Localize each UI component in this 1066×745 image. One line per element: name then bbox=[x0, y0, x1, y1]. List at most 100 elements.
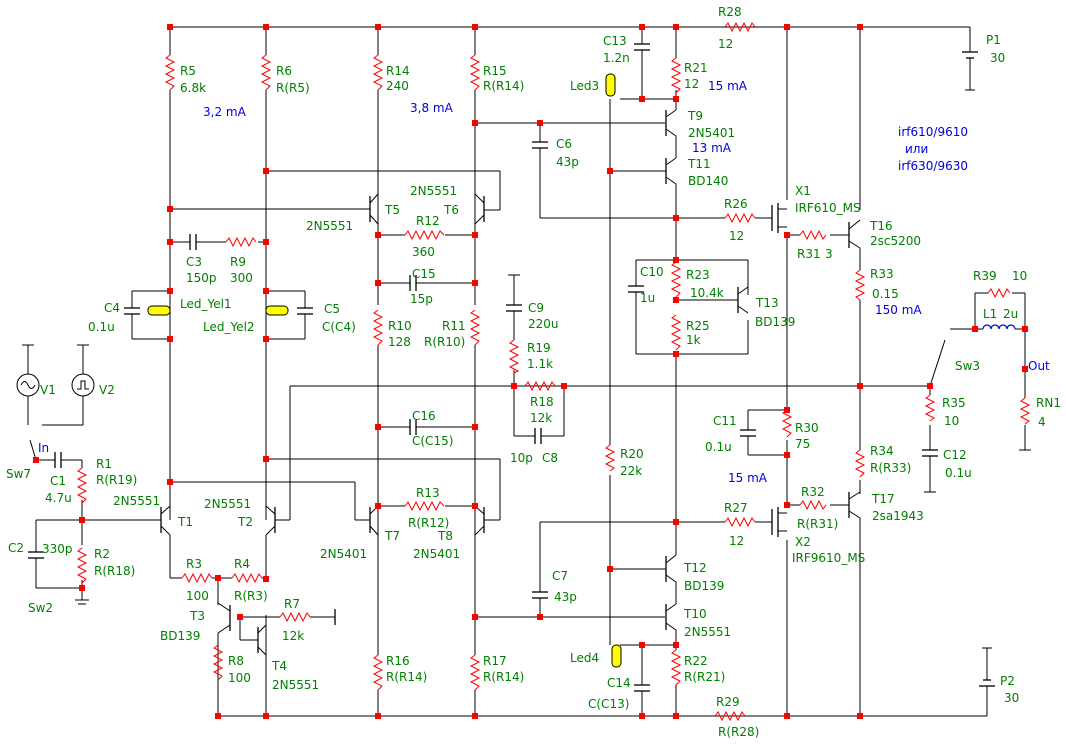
label: R32 bbox=[801, 485, 825, 499]
resistor-r17 bbox=[469, 654, 481, 691]
wires-vas bbox=[475, 27, 749, 716]
label: C(C4) bbox=[322, 320, 356, 334]
transistor-t1 bbox=[82, 505, 171, 578]
label: 300 bbox=[230, 271, 253, 285]
transistor-t10 bbox=[665, 603, 677, 631]
label: T7 bbox=[384, 529, 400, 543]
label: C3 bbox=[186, 255, 202, 269]
label: R6 bbox=[276, 64, 292, 78]
label: R(R14) bbox=[483, 79, 524, 93]
label: R17 bbox=[483, 654, 507, 668]
label: 2N5551 bbox=[410, 184, 457, 198]
resistor-r32 bbox=[799, 499, 827, 511]
resistor-r8 bbox=[212, 644, 224, 681]
label: R18 bbox=[530, 395, 554, 409]
transistor-t3 bbox=[217, 602, 231, 645]
label: 30 bbox=[1004, 691, 1019, 705]
label: R(R3) bbox=[234, 589, 268, 603]
label: 3 bbox=[825, 247, 833, 261]
label: R8 bbox=[228, 654, 244, 668]
label: R39 bbox=[973, 269, 997, 283]
label: 15 mA bbox=[708, 79, 748, 93]
label: Sw3 bbox=[955, 359, 980, 373]
resistor-r39 bbox=[987, 287, 1011, 299]
resistor-r2 bbox=[76, 547, 88, 584]
label: 13 mA bbox=[692, 141, 732, 155]
label: P2 bbox=[1000, 674, 1015, 688]
resistor-r14 bbox=[372, 54, 384, 91]
led-4 bbox=[611, 644, 622, 668]
resistor-r3 bbox=[181, 572, 213, 584]
wires-feedback bbox=[506, 274, 565, 444]
transistor-t5 bbox=[360, 193, 379, 225]
label: R7 bbox=[284, 597, 300, 611]
label: T4 bbox=[271, 659, 287, 673]
label: R3 bbox=[186, 557, 202, 571]
label: R23 bbox=[686, 268, 710, 282]
capacitor-c5 bbox=[297, 291, 313, 339]
label: R5 bbox=[180, 64, 196, 78]
transistor-t13 bbox=[737, 286, 749, 314]
label: 43p bbox=[554, 590, 577, 604]
label: 12 bbox=[718, 37, 733, 51]
label: R33 bbox=[870, 267, 894, 281]
label: R(R18) bbox=[94, 564, 135, 578]
supply-p2 bbox=[979, 647, 995, 716]
junction-dots bbox=[33, 24, 1028, 719]
label: BD139 bbox=[755, 315, 795, 329]
label: T2 bbox=[237, 515, 253, 529]
resistor-r23 bbox=[670, 261, 682, 298]
label: 10.4k bbox=[690, 286, 724, 300]
label: R27 bbox=[724, 501, 748, 515]
resistor-r25 bbox=[670, 314, 682, 351]
label: 10p bbox=[510, 451, 533, 465]
wires-diff-pair bbox=[377, 27, 665, 716]
label: 1u bbox=[640, 291, 655, 305]
label: Led3 bbox=[570, 79, 599, 93]
capacitor-c15 bbox=[409, 275, 417, 291]
label: C16 bbox=[412, 409, 436, 423]
resistor-r11 bbox=[469, 309, 481, 346]
source-v2 bbox=[42, 344, 95, 426]
label: R29 bbox=[716, 695, 740, 709]
transistor-t8 bbox=[474, 505, 500, 536]
label: R1 bbox=[96, 457, 112, 471]
resistor-r27 bbox=[724, 516, 756, 528]
label: R35 bbox=[942, 396, 966, 410]
label: 2N5401 bbox=[688, 126, 735, 140]
label: Led4 bbox=[570, 651, 599, 665]
label: 2sa1943 bbox=[872, 509, 924, 523]
label: L1 bbox=[983, 307, 997, 321]
label: C8 bbox=[542, 451, 558, 465]
label: R28 bbox=[718, 5, 742, 19]
label: R19 bbox=[527, 341, 551, 355]
transistor-t12 bbox=[665, 554, 677, 583]
label: 0.1u bbox=[945, 466, 972, 480]
label: C4 bbox=[104, 301, 120, 315]
label: T13 bbox=[755, 296, 779, 310]
label: R30 bbox=[795, 421, 819, 435]
label: P1 bbox=[986, 33, 1001, 47]
resistor-r33 bbox=[854, 269, 866, 301]
label: T10 bbox=[683, 607, 707, 621]
label: R11 bbox=[442, 319, 466, 333]
label: R(R12) bbox=[408, 516, 449, 530]
label: R(R5) bbox=[276, 81, 310, 95]
label: R(R31) bbox=[797, 517, 838, 531]
label: T11 bbox=[687, 157, 711, 171]
label: 0.1u bbox=[88, 320, 115, 334]
label: C10 bbox=[640, 265, 664, 279]
label: T17 bbox=[871, 492, 895, 506]
label: 2N5551 bbox=[113, 494, 160, 508]
label: 100 bbox=[228, 671, 251, 685]
label: 150p bbox=[186, 271, 217, 285]
label: 30 bbox=[990, 51, 1005, 65]
label: R9 bbox=[230, 255, 246, 269]
wires-output bbox=[740, 26, 1031, 716]
resistor-r18 bbox=[524, 380, 556, 392]
label: Sw7 bbox=[6, 467, 31, 481]
label: R(R14) bbox=[483, 670, 524, 684]
label: T1 bbox=[177, 515, 193, 529]
label: R12 bbox=[416, 214, 440, 228]
label: C1 bbox=[50, 474, 66, 488]
